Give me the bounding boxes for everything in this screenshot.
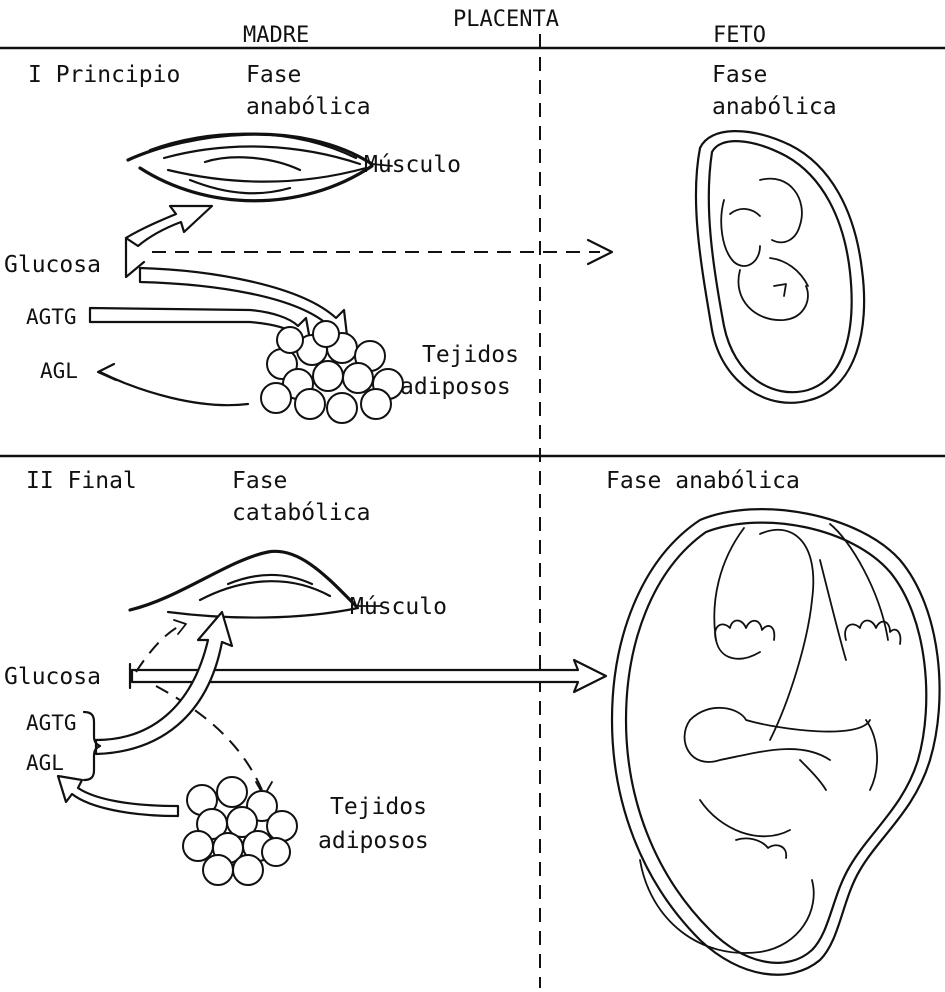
tissue-to-agl-arrowhead-1	[98, 364, 116, 380]
section-1-mother-phase-line1: Fase	[246, 62, 301, 88]
section-2-tissue-line1: Tejidos	[330, 794, 427, 820]
section-2-agl-label: AGL	[26, 751, 64, 775]
section-1-fetus-phase-line1: Fase	[712, 62, 767, 88]
section-1-muscle-label: Músculo	[364, 152, 461, 178]
section-1-mother-phase-line2: anabólica	[246, 94, 371, 120]
tissue-to-agl-arrow-2	[58, 776, 178, 816]
section-2-mother-phase-line1: Fase	[232, 468, 287, 494]
glucose-to-tissue-dashed-arrow-2	[156, 686, 262, 790]
section-1-tissue-line2: adiposos	[400, 374, 511, 400]
header-feto: FETO	[713, 23, 766, 48]
section-2-muscle-label: Músculo	[350, 594, 447, 620]
fetus-2-drawing	[612, 509, 940, 975]
fetus-1-drawing	[696, 131, 864, 403]
glucose-to-muscle-arrow-1	[126, 206, 212, 246]
adipose-tissue-2	[183, 777, 297, 885]
glucose-to-muscle-dashed-arrow-2	[136, 624, 184, 672]
section-2-glucose-label: Glucosa	[4, 664, 101, 690]
section-1-agl-label: AGL	[40, 359, 78, 383]
section-1-tissue-line1: Tejidos	[422, 342, 519, 368]
section-1-agtg-label: AGTG	[26, 305, 77, 329]
section-2-agtg-label: AGTG	[26, 711, 77, 735]
header-placenta: PLACENTA	[453, 7, 559, 32]
header-madre: MADRE	[243, 23, 309, 48]
section-1-title: I Principio	[28, 62, 180, 88]
section-2-mother-phase-line2: catabólica	[232, 500, 370, 526]
glucose-to-muscle-dashed-arrowhead-2	[174, 620, 186, 634]
section-2-tissue-line2: adiposos	[318, 828, 429, 854]
section-2-fetus-phase: Fase anabólica	[606, 468, 800, 494]
tissue-to-agl-arrow-1	[100, 372, 248, 405]
section-1-fetus-phase-line2: anabólica	[712, 94, 837, 120]
section-2-title: II Final	[26, 468, 137, 494]
adipose-tissue-1	[261, 321, 403, 423]
muscle-1-drawing	[128, 134, 392, 201]
muscle-2-drawing	[130, 551, 380, 617]
section-1-glucose-label: Glucosa	[4, 252, 101, 278]
